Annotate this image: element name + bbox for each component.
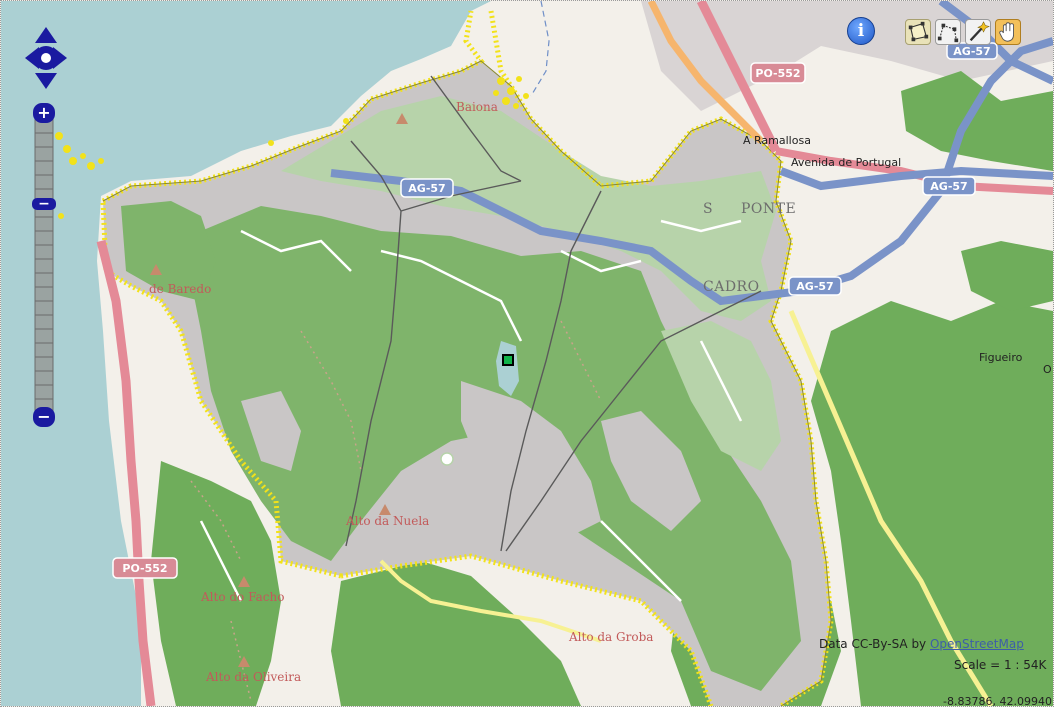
road-secondary-yellow-2 xyxy=(379,559,602,643)
road-po552-coast xyxy=(96,239,156,706)
urban-green-north xyxy=(281,96,776,321)
pan-up-arrow-icon[interactable] xyxy=(35,27,57,43)
magic-wand-button[interactable] xyxy=(965,19,991,45)
shield-ag57-right: AG-57 xyxy=(922,176,976,196)
zoom-slider-handle[interactable] xyxy=(32,198,56,210)
info-icon[interactable]: i xyxy=(857,21,865,41)
svg-text:AG-57: AG-57 xyxy=(930,180,967,193)
zoom-out-button[interactable] xyxy=(33,407,55,427)
zoom-in-icon[interactable]: + xyxy=(37,103,50,122)
zoom-ticks xyxy=(35,132,53,400)
boundary-outline xyxy=(102,60,832,706)
coordinates-readout: -8.83786, 42.09940 xyxy=(943,695,1052,707)
zoom-slider[interactable]: + − − xyxy=(32,103,56,429)
zoom-out-icon[interactable]: − xyxy=(37,407,50,426)
grey-clearing-3 xyxy=(241,391,301,471)
motorway-ag57 xyxy=(330,37,1053,306)
label-avenida: Avenida de Portugal xyxy=(791,156,901,169)
label-alto-oliveira: Alto da Oliveira xyxy=(205,670,301,684)
zoom-handle-icon[interactable]: − xyxy=(38,196,50,212)
pond xyxy=(440,452,454,466)
label-ponte: PONTE xyxy=(741,201,796,217)
road-primary-east xyxy=(775,147,1053,195)
svg-text:AG-57: AG-57 xyxy=(953,45,990,58)
zoom-bar[interactable]: + − − xyxy=(32,103,56,429)
forest-south xyxy=(331,561,581,706)
shield-ag57-top: AG-57 xyxy=(946,42,998,60)
forest-northeast xyxy=(901,71,1053,171)
sea-route xyxy=(530,1,550,97)
line-icon xyxy=(939,24,957,41)
grey-clearing-1 xyxy=(461,381,601,541)
label-ponte-prefix: S xyxy=(703,201,713,217)
svg-text:PO-552: PO-552 xyxy=(755,67,800,80)
label-figueiro-partial: O xyxy=(1043,363,1052,376)
pan-down-arrow-icon[interactable] xyxy=(35,73,57,89)
peak-markers xyxy=(150,113,408,667)
zoom-in-button[interactable] xyxy=(33,103,55,123)
forest-west xyxy=(121,201,216,301)
grey-clearing-2 xyxy=(601,411,701,531)
svg-text:AG-57: AG-57 xyxy=(408,182,445,195)
label-baiona: Baiona xyxy=(456,100,498,114)
label-cadro: CADRO xyxy=(703,279,760,295)
openstreetmap-link[interactable]: OpenStreetMap xyxy=(929,637,1024,651)
label-alto-nuela: Alto da Nuela xyxy=(345,514,429,528)
shield-po552-bottom: PO-552 xyxy=(112,557,178,579)
coastal-points xyxy=(55,76,529,219)
svg-text:AG-57: AG-57 xyxy=(796,280,833,293)
urban-green-east xyxy=(661,321,781,471)
draw-polygon-button[interactable] xyxy=(905,19,931,45)
draw-line-button[interactable] xyxy=(935,19,961,45)
label-alto-facho: Alto do Facho xyxy=(200,590,284,604)
forest-east xyxy=(811,301,1053,706)
attribution-text: Data CC-By-SA by xyxy=(819,637,930,651)
forest-east-2 xyxy=(961,241,1053,311)
pan-center-dot xyxy=(41,53,51,63)
road-orange-north xyxy=(647,1,764,144)
map-attribution: Data CC-By-SA by OpenStreetMap xyxy=(819,637,1024,651)
shield-ag57-left: AG-57 xyxy=(400,178,454,198)
location-marker[interactable] xyxy=(502,354,514,366)
zoom-track[interactable] xyxy=(34,118,54,414)
pan-control[interactable] xyxy=(23,25,69,91)
info-button[interactable]: i xyxy=(847,17,875,45)
shield-ag57-cadro: AG-57 xyxy=(788,276,842,296)
label-alto-groba: Alto da Groba xyxy=(568,630,653,644)
svg-text:PO-552: PO-552 xyxy=(122,562,167,575)
road-secondary-yellow xyxy=(788,310,994,706)
label-baredo: de Baredo xyxy=(149,282,211,296)
magic-wand-icon xyxy=(969,26,984,42)
edit-toolbar xyxy=(905,19,1021,47)
pan-hand-button[interactable] xyxy=(995,19,1021,45)
shield-po552-top: PO-552 xyxy=(750,62,806,84)
scale-readout: Scale = 1 : 54K xyxy=(954,658,1047,672)
road-po552-north xyxy=(696,1,781,154)
label-figueiro: Figueiro xyxy=(979,351,1023,364)
minor-roads xyxy=(199,219,743,602)
hand-icon xyxy=(999,22,1014,42)
forest-southwest xyxy=(151,461,281,706)
motorway-ag57-east xyxy=(779,166,1053,191)
polygon-icon xyxy=(909,22,928,41)
label-ramallosa: A Ramallosa xyxy=(743,134,811,147)
